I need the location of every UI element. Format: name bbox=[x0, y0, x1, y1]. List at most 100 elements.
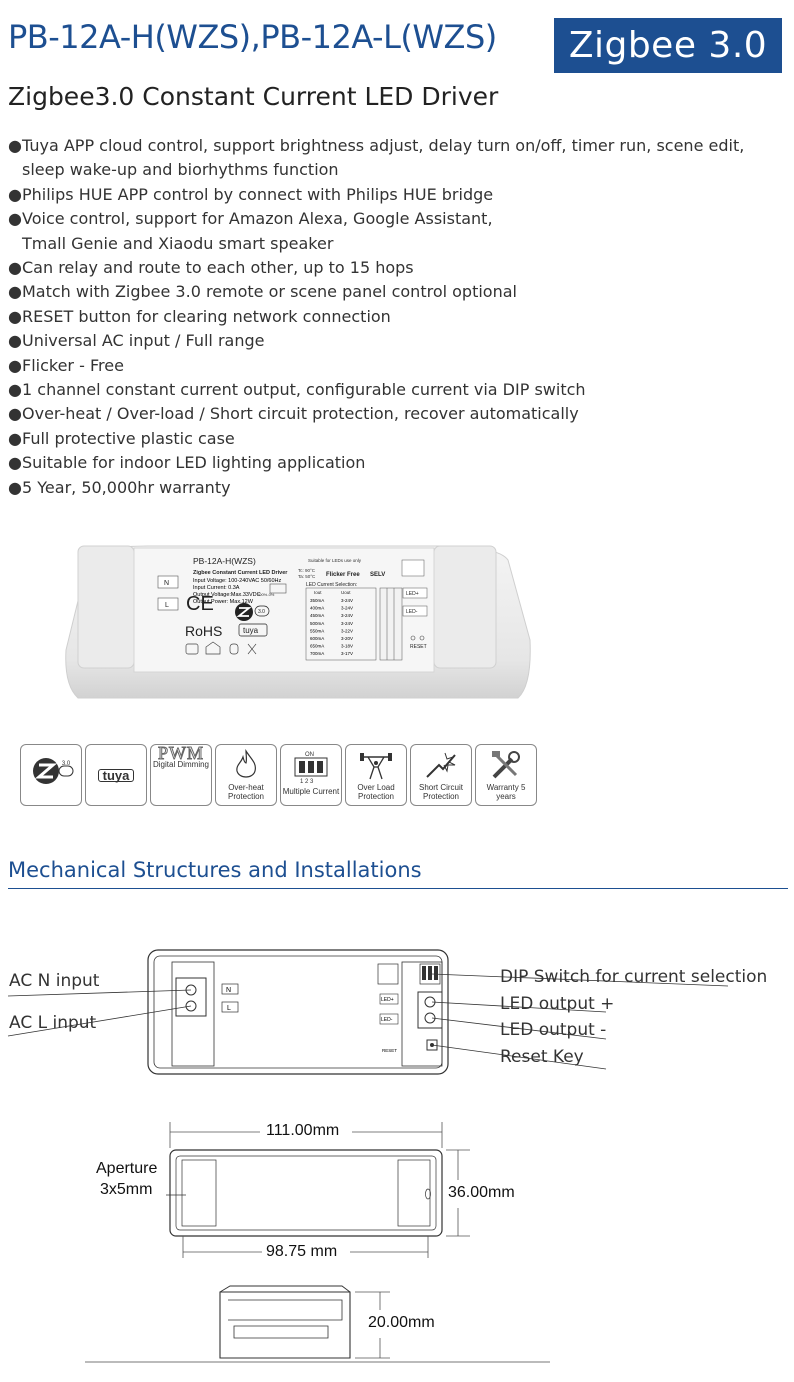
bullet-icon: ● bbox=[8, 477, 22, 497]
tuya-logo: tuya bbox=[97, 768, 135, 782]
zigbee-feature-icon: 3.0 bbox=[20, 744, 82, 806]
feature-item: ●Flicker - Free bbox=[8, 354, 748, 378]
feature-item: ●Can relay and route to each other, up t… bbox=[8, 256, 748, 280]
side-slot bbox=[233, 1325, 329, 1339]
led-minus-terminal bbox=[402, 605, 428, 617]
multicurrent-feature-icon: ON 1 2 3 Multiple Current bbox=[280, 744, 342, 806]
flame-icon bbox=[236, 749, 256, 778]
dip-switch-icon: ON 1 2 3 bbox=[294, 752, 328, 785]
label-spec: Input Current: 0.3A bbox=[193, 585, 240, 591]
label-spec: Output Voltage:Max.33VDC bbox=[193, 592, 261, 598]
overload-feature-icon: Over Load Protection bbox=[345, 744, 407, 806]
callout-ac-n: AC N input bbox=[9, 971, 100, 991]
weightlifter-icon bbox=[360, 753, 392, 780]
diagram-led-plus: LED+ bbox=[381, 997, 394, 1003]
side-top bbox=[219, 1285, 351, 1293]
label-led-minus: LED- bbox=[406, 609, 418, 615]
feature-line: Match with Zigbee 3.0 remote or scene pa… bbox=[22, 282, 517, 302]
led-plus-box bbox=[379, 993, 399, 1005]
feature-line: Flicker - Free bbox=[22, 355, 124, 375]
dim-inner: 98.75 mm bbox=[266, 1243, 338, 1260]
callout-ac-l: AC L input bbox=[9, 1013, 97, 1033]
dip-key bbox=[422, 966, 426, 980]
bullet-icon: ● bbox=[8, 258, 22, 278]
label-selv: SELV bbox=[370, 572, 385, 578]
feature-item: ●RESET button for clearing network conne… bbox=[8, 305, 748, 329]
table-head-iout: Iout bbox=[314, 590, 322, 595]
tools-icon bbox=[492, 751, 520, 779]
table-cell-uout: 3-24V bbox=[341, 613, 353, 618]
zigbee-z-icon bbox=[236, 607, 252, 617]
feature-line: 1 channel constant current output, confi… bbox=[22, 380, 586, 400]
bullet-icon: ● bbox=[8, 209, 22, 229]
table-cell-iout: 450mA bbox=[310, 613, 324, 618]
feature-item: ●Voice control, support for Amazon Alexa… bbox=[8, 207, 748, 256]
label-dim: 100%-0% bbox=[257, 592, 275, 597]
leader-line bbox=[7, 1005, 192, 1037]
feature-line: Tmall Genie and Xiaodu smart speaker bbox=[22, 233, 334, 253]
table-cell-iout: 500mA bbox=[310, 621, 324, 626]
feature-list: ●Tuya APP cloud control, support brightn… bbox=[8, 134, 748, 500]
overheat-feature-icon: Over-heat Protection bbox=[215, 744, 277, 806]
label-z30: 3.0 bbox=[258, 609, 265, 615]
table-cell-uout: 3-24V bbox=[341, 598, 353, 603]
leader-line bbox=[431, 1001, 607, 1013]
bullet-icon: ● bbox=[8, 355, 22, 375]
input-terminal bbox=[175, 977, 207, 1017]
zigbee-version-text: 3.0 bbox=[61, 761, 71, 767]
feature-line: Universal AC input / Full range bbox=[22, 331, 265, 351]
l-label-box bbox=[221, 1001, 239, 1013]
reset-icon bbox=[410, 635, 416, 641]
icon-label: Digital Dimming bbox=[152, 760, 209, 769]
pwm-feature-icon: PWM Digital Dimming bbox=[150, 744, 212, 806]
label-reset: RESET bbox=[410, 644, 427, 650]
reset-icon bbox=[419, 635, 425, 641]
diagram-led-minus: LED- bbox=[381, 1017, 393, 1023]
tuya-box bbox=[238, 623, 268, 637]
house-icon bbox=[205, 641, 221, 655]
case-outline bbox=[147, 949, 449, 1075]
table-cell-uout: 3-20V bbox=[341, 636, 353, 641]
top-view-outline bbox=[169, 1149, 443, 1237]
feature-item: ●Full protective plastic case bbox=[8, 427, 748, 451]
feature-line: Philips HUE APP control by connect with … bbox=[22, 184, 494, 204]
feature-line: Voice control, support for Amazon Alexa,… bbox=[22, 209, 493, 229]
left-end-cap bbox=[171, 961, 215, 1067]
screw-icon bbox=[185, 1000, 197, 1012]
zigbee-version-pill bbox=[254, 605, 270, 617]
bullet-icon: ● bbox=[8, 380, 22, 400]
tuya-feature-icon: tuya bbox=[85, 744, 147, 806]
feature-line: RESET button for clearing network connec… bbox=[22, 306, 391, 326]
label-tuya: tuya bbox=[243, 626, 259, 635]
ce-mark: CE bbox=[186, 593, 214, 615]
feature-line: Suitable for indoor LED lighting applica… bbox=[22, 453, 366, 473]
dip-position-grid bbox=[379, 587, 403, 661]
dim-box bbox=[269, 583, 287, 594]
svg-text:1 2 3: 1 2 3 bbox=[300, 779, 314, 785]
dip-switch-icon bbox=[401, 559, 425, 577]
feature-line: Over-heat / Over-load / Short circuit pr… bbox=[22, 404, 579, 424]
diagram-n: N bbox=[226, 987, 231, 994]
feature-item: ●Philips HUE APP control by connect with… bbox=[8, 183, 748, 207]
bullet-icon: ● bbox=[8, 331, 22, 351]
side-view bbox=[85, 1285, 550, 1363]
top-right-cap bbox=[397, 1159, 431, 1227]
feature-item: ●Suitable for indoor LED lighting applic… bbox=[8, 451, 748, 475]
top-left-cap bbox=[181, 1159, 217, 1227]
end-cap-left bbox=[77, 545, 135, 669]
leader-line bbox=[431, 1044, 607, 1070]
dip-switch-small bbox=[377, 963, 399, 985]
dip-key bbox=[434, 966, 438, 980]
table-cell-uout: 3-22V bbox=[341, 628, 353, 633]
zigbee-badge: Zigbee 3.0 bbox=[554, 18, 782, 73]
spark-icon bbox=[426, 752, 456, 778]
led-plus-terminal bbox=[402, 587, 428, 599]
icon-label: Over-heat Protection bbox=[227, 783, 265, 801]
bullet-icon: ● bbox=[8, 184, 22, 204]
table-cell-iout: 650mA bbox=[310, 644, 324, 649]
section-divider bbox=[8, 888, 788, 889]
pwm-text: PWM bbox=[157, 743, 204, 763]
bullet-icon: ● bbox=[8, 282, 22, 302]
svg-text:ON: ON bbox=[305, 752, 314, 758]
